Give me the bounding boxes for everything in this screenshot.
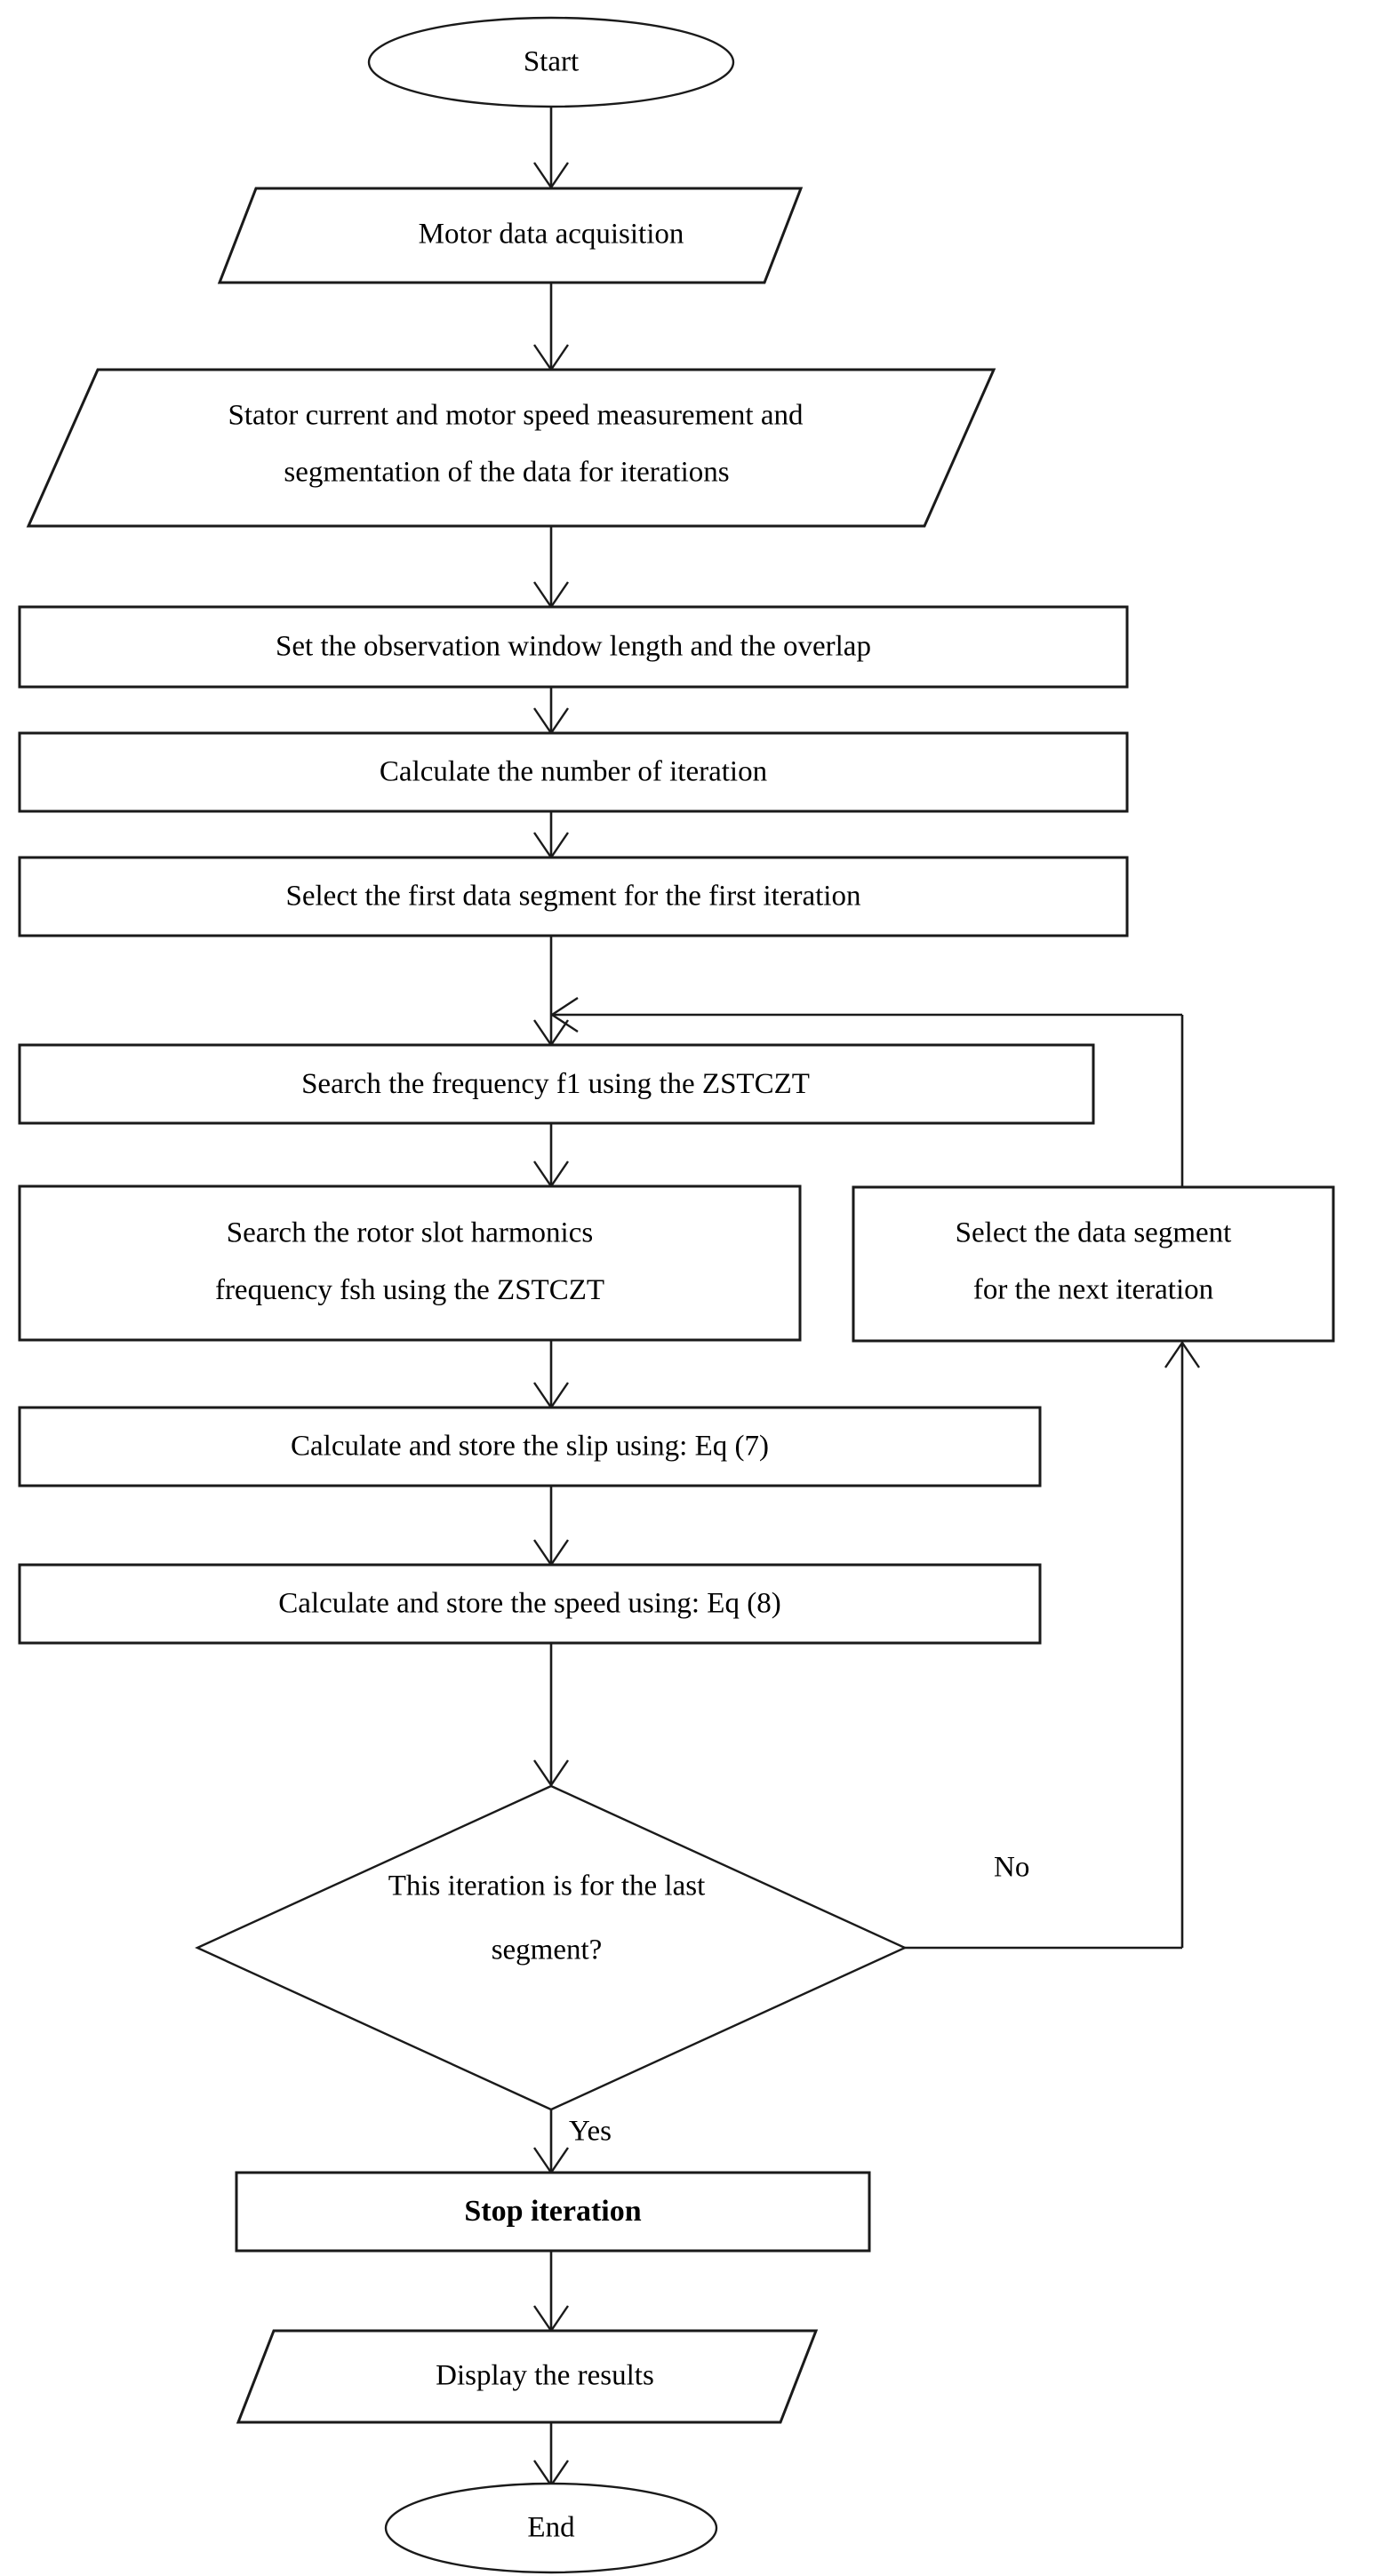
node-calculate-slip[interactable]: Calculate and store the slip using: Eq (… [18, 1406, 1042, 1487]
search-fsh-italic-symbol: fsh [340, 1274, 376, 1306]
node-stop-iteration[interactable]: Stop iteration [235, 2171, 871, 2253]
select-first-rect-shape [18, 856, 1129, 937]
node-start[interactable]: Start [367, 16, 735, 108]
search-f1-label: Search the frequency f1 using the ZSTCZT [301, 1068, 810, 1100]
edge-decision-no-branch: No [905, 1340, 1200, 1950]
node-display-results[interactable]: Display the results [236, 2329, 819, 2424]
node-calculate-speed[interactable]: Calculate and store the speed using: Eq … [18, 1563, 1042, 1645]
stop-iteration-label: Stop iteration [464, 2195, 641, 2228]
search-f1-italic-symbol: f [556, 1068, 566, 1100]
stator-measurement-line2: segmentation of the data for iterations [284, 457, 729, 489]
edge-set-window-to-calc-iterations [533, 687, 569, 736]
start-label: Start [524, 46, 579, 78]
stator-measurement-line1: Stator current and motor speed measureme… [228, 400, 804, 432]
edge-start-to-motor-data [533, 107, 569, 190]
edge-search-fsh-to-calc-slip [533, 1340, 569, 1410]
search-fsh-line1: Search the rotor slot harmonics [227, 1217, 593, 1249]
edge-stator-to-set-window [533, 526, 569, 610]
search-f1-suffix: 1 using the ZSTCZT [566, 1068, 810, 1100]
edge-calc-slip-to-calc-speed [533, 1486, 569, 1567]
end-ellipse-shape [384, 2482, 718, 2574]
edge-display-to-end [533, 2422, 569, 2488]
node-search-frequency-f1[interactable]: Search the frequency f1 using the ZSTCZT [18, 1043, 1095, 1125]
node-end[interactable]: End [384, 2482, 718, 2574]
node-search-rotor-slot-harmonics[interactable]: Search the rotor slot harmonics frequenc… [18, 1184, 802, 1342]
calc-slip-label: Calculate and store the slip using: Eq (… [291, 1431, 769, 1463]
edge-calc-iterations-to-select-first [533, 811, 569, 860]
search-f1-rect-shape [18, 1043, 1095, 1125]
node-stator-measurement[interactable]: Stator current and motor speed measureme… [26, 368, 996, 528]
set-window-rect-shape [18, 605, 1129, 689]
motor-data-label: Motor data acquisition [419, 219, 684, 251]
stator-measurement-parallelogram-shape [26, 368, 996, 528]
edge-label-yes: Yes [569, 2116, 612, 2148]
search-fsh-line2: frequency fsh using the ZSTCZT [215, 1274, 604, 1306]
node-select-next-segment[interactable]: Select the data segment for the next ite… [852, 1185, 1335, 1343]
calc-iterations-label: Calculate the number of iteration [380, 756, 767, 788]
select-next-line2: for the next iteration [973, 1274, 1213, 1306]
decision-line2: segment? [492, 1934, 603, 1966]
select-next-rect-shape [852, 1185, 1335, 1343]
display-results-parallelogram-shape [236, 2329, 819, 2424]
search-fsh-rect-shape [18, 1184, 802, 1342]
node-set-observation-window[interactable]: Set the observation window length and th… [18, 605, 1129, 689]
motor-data-parallelogram-shape [217, 187, 804, 284]
edge-stop-iteration-to-display [533, 2251, 569, 2333]
search-fsh-line2-suffix: using the ZSTCZT [375, 1274, 604, 1306]
select-first-label: Select the first data segment for the fi… [286, 881, 861, 913]
edge-search-f1-to-search-fsh [533, 1123, 569, 1189]
node-calculate-number-of-iteration[interactable]: Calculate the number of iteration [18, 731, 1129, 813]
node-select-first-segment[interactable]: Select the first data segment for the fi… [18, 856, 1129, 937]
search-fsh-line2-prefix: frequency [215, 1274, 340, 1306]
stop-iteration-rect-shape [235, 2171, 871, 2253]
calc-speed-rect-shape [18, 1563, 1042, 1645]
end-label: End [527, 2512, 575, 2544]
edge-motor-data-to-stator [533, 283, 569, 372]
search-f1-prefix: Search the frequency [301, 1068, 556, 1100]
display-results-label: Display the results [436, 2360, 654, 2392]
set-window-label: Set the observation window length and th… [276, 631, 871, 663]
decision-line1: This iteration is for the last [388, 1870, 706, 1902]
edge-select-first-to-search-f1 [533, 936, 569, 1048]
edge-calc-speed-to-decision [533, 1643, 569, 1788]
calc-speed-label: Calculate and store the speed using: Eq … [278, 1588, 780, 1620]
node-decision-last-segment[interactable]: This iteration is for the last segment? [195, 1784, 908, 2111]
select-next-line1: Select the data segment [956, 1217, 1232, 1249]
edge-label-no: No [994, 1852, 1029, 1884]
calc-slip-rect-shape [18, 1406, 1042, 1487]
edge-loop-back-to-search-f1 [549, 996, 1184, 1187]
calc-iterations-rect-shape [18, 731, 1129, 813]
node-motor-data-acquisition[interactable]: Motor data acquisition [217, 187, 804, 284]
edge-decision-yes-branch: Yes [533, 2109, 612, 2175]
